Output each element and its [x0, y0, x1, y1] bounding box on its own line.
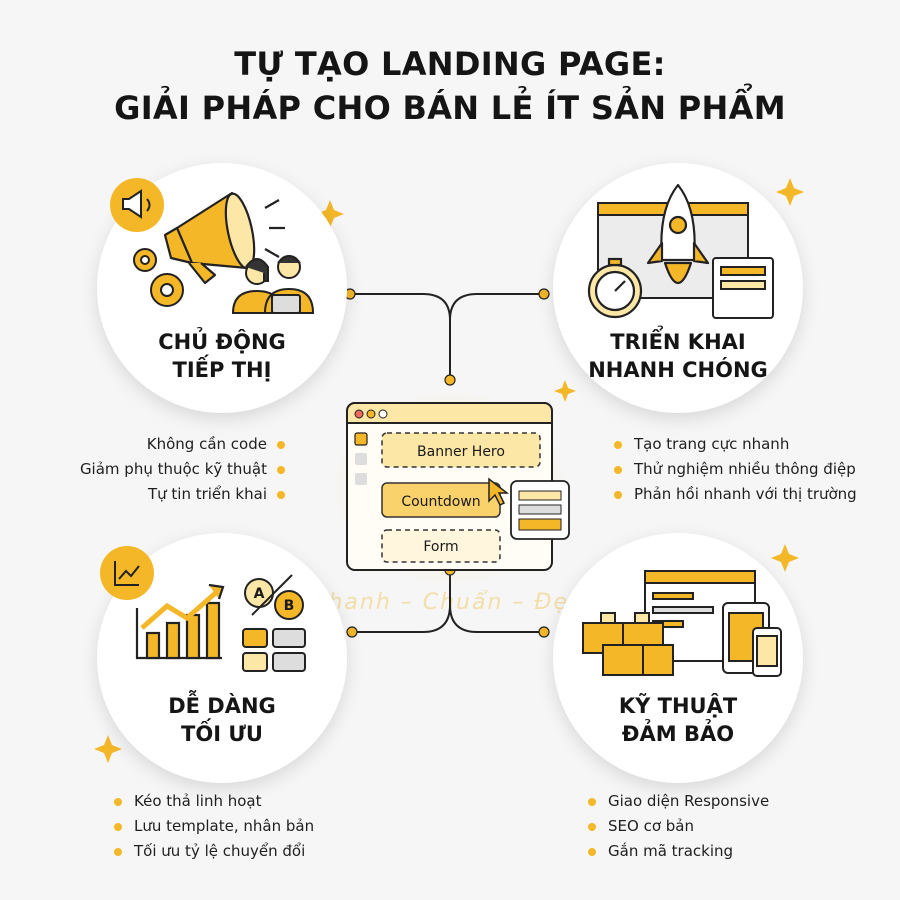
optimize-title-line-2: TỐI ƯU	[181, 722, 263, 746]
marketing-title-line-1: CHỦ ĐỘNG	[158, 330, 286, 354]
list-item: Tự tin triển khai	[80, 482, 286, 507]
form-label: Form	[423, 539, 458, 555]
page-title: TỰ TẠO LANDING PAGE: GIẢI PHÁP CHO BÁN L…	[0, 42, 900, 130]
window-maximize-dot	[378, 409, 388, 419]
megaphone-icon	[163, 191, 285, 285]
blocks-icon	[582, 612, 674, 676]
optimize-title-line-1: DỄ DÀNG	[168, 694, 276, 718]
deploy-bullets: Tạo trang cực nhanh Thử nghiệm nhiều thô…	[614, 432, 857, 507]
ab-test-icon	[242, 574, 306, 672]
marketing-bullets: Không cần code Giảm phụ thuộc kỹ thuật T…	[80, 432, 286, 507]
banner-hero-block	[381, 432, 541, 468]
deploy-title-line-2: NHANH CHÓNG	[588, 358, 768, 382]
list-item: Giảm phụ thuộc kỹ thuật	[80, 457, 286, 482]
list-item: Phản hồi nhanh với thị trường	[614, 482, 857, 507]
landing-page-editor: Banner Hero Countdown Form	[346, 402, 570, 571]
marketing-title-line-2: TIẾP THỊ	[172, 358, 272, 382]
list-item: Tối ưu tỷ lệ chuyển đổi	[114, 839, 314, 864]
speaker-badge-icon	[110, 178, 164, 232]
bar-chart-icon	[135, 583, 225, 660]
list-item: Thử nghiệm nhiều thông điệp	[614, 457, 857, 482]
form-block	[381, 529, 501, 563]
chart-badge-icon	[100, 546, 154, 600]
list-item: Tạo trang cực nhanh	[614, 432, 857, 457]
technical-title-line-2: ĐẢM BẢO	[621, 722, 735, 746]
deploy-title: TRIỂN KHAI NHANH CHÓNG	[578, 328, 778, 384]
technical-bullets: Giao diện Responsive SEO cơ bản Gắn mã t…	[588, 789, 769, 864]
ab-label-a: A	[254, 586, 265, 602]
optimize-title: DỄ DÀNG TỐI ƯU	[122, 692, 322, 748]
list-item: Kéo thả linh hoạt	[114, 789, 314, 814]
technical-title: KỸ THUẬT ĐẢM BẢO	[578, 692, 778, 748]
window-close-dot	[354, 409, 364, 419]
list-item: Không cần code	[80, 432, 286, 457]
team-icon	[231, 255, 315, 314]
list-item: Giao diện Responsive	[588, 789, 769, 814]
title-line-2: GIẢI PHÁP CHO BÁN LẺ ÍT SẢN PHẨM	[114, 89, 786, 127]
watermark-text: Nhanh – Chuẩn – Đẹp	[310, 590, 585, 615]
title-line-1: TỰ TẠO LANDING PAGE:	[234, 45, 666, 83]
technical-title-line-1: KỸ THUẬT	[618, 694, 738, 718]
list-item: SEO cơ bản	[588, 814, 769, 839]
cursor-icon	[488, 477, 510, 507]
banner-hero-label: Banner Hero	[417, 444, 505, 460]
list-item: Lưu template, nhân bản	[114, 814, 314, 839]
gear-icon	[133, 248, 184, 307]
countdown-label: Countdown	[401, 494, 480, 510]
list-item: Gắn mã tracking	[588, 839, 769, 864]
optimize-bullets: Kéo thả linh hoạt Lưu template, nhân bản…	[114, 789, 314, 864]
technical-illustration	[582, 570, 782, 677]
rocket-icon	[646, 183, 710, 284]
marketing-title: CHỦ ĐỘNG TIẾP THỊ	[122, 328, 322, 384]
stopwatch-icon	[587, 257, 643, 319]
deploy-title-line-1: TRIỂN KHAI	[610, 330, 746, 354]
ab-label-b: B	[284, 598, 295, 614]
window-minimize-dot	[366, 409, 376, 419]
devices-icon	[722, 602, 782, 677]
optimize-illustration: A B	[100, 546, 306, 672]
deploy-illustration	[587, 183, 774, 319]
marketing-illustration	[110, 178, 315, 314]
